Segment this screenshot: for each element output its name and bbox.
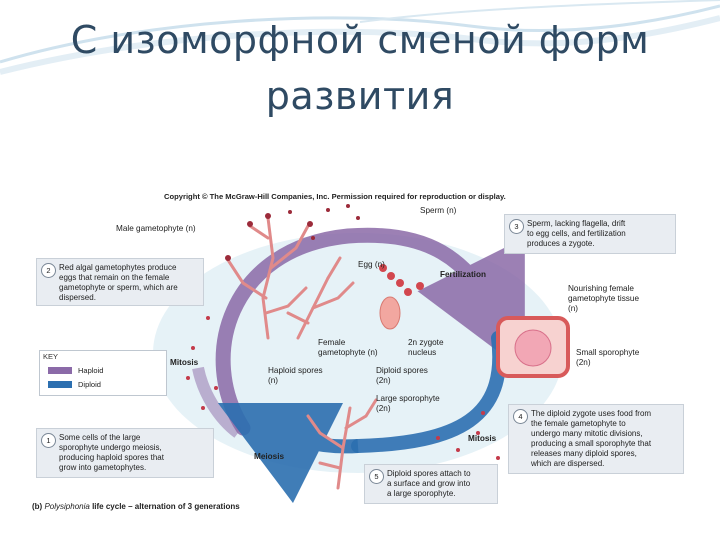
label-haploid-spores: Haploid spores (n)	[268, 366, 323, 386]
step-line: a surface and grow into	[387, 479, 471, 488]
step-line: Sperm, lacking flagella, drift	[527, 219, 626, 228]
legend-key: KEY Haploid Diploid	[39, 350, 167, 396]
step-line: dispersed.	[59, 293, 96, 302]
male-gametophyte-illustration	[226, 216, 310, 340]
label-female-gametophyte: Female gametophyte (n)	[318, 338, 378, 358]
caption-genus: Polysiphonia	[44, 502, 90, 511]
haploid-arrow-top	[215, 227, 525, 436]
step-line: releases many diploid spores,	[531, 449, 637, 458]
diploid-swatch	[48, 381, 72, 388]
slide-title: С изоморфной сменой форм развития	[0, 12, 720, 124]
label-egg: Egg (n)	[358, 260, 385, 269]
egg-cells	[379, 264, 424, 296]
slide-title-line1: С изоморфной сменой форм	[70, 18, 650, 62]
step-line: which are dispersed.	[531, 459, 605, 468]
label-large-sporophyte-line2: (2n)	[376, 404, 391, 413]
label-small-sporophyte-line2: (2n)	[576, 358, 591, 367]
step-line: produces a zygote.	[527, 239, 595, 248]
label-diploid-spores: Diploid spores (2n)	[376, 366, 428, 386]
step-number: 4	[513, 409, 528, 424]
haploid-swatch	[48, 367, 72, 374]
step-box-4: 4 The diploid zygote uses food from the …	[508, 404, 684, 474]
label-zygote-nucleus: 2n zygote nucleus	[408, 338, 444, 358]
zygote-illustration	[379, 296, 401, 330]
sperm-dots	[225, 204, 360, 261]
label-nourishing-line2: gametophyte tissue	[568, 294, 640, 303]
label-nourishing-line3: (n)	[568, 304, 579, 313]
label-meiosis: Meiosis	[254, 452, 285, 461]
label-female-gametophyte-line1: Female	[318, 338, 346, 347]
small-sporophyte-illustration	[496, 316, 570, 378]
label-diploid-spores-line2: (2n)	[376, 376, 391, 385]
label-haploid-spores-line1: Haploid spores	[268, 366, 323, 375]
step-box-1: 1 Some cells of the large sporophyte und…	[36, 428, 214, 478]
step-line: sporophyte undergo meiosis,	[59, 443, 162, 452]
header-decoration	[0, 0, 720, 75]
step-number: 2	[41, 263, 56, 278]
label-small-sporophyte: Small sporophyte (2n)	[576, 348, 639, 368]
slide-title-line2: развития	[265, 74, 455, 118]
step-number: 1	[41, 433, 56, 448]
label-zygote-line2: nucleus	[408, 348, 437, 357]
step-line: eggs that remain on the female	[59, 273, 170, 282]
figure-caption: (b) Polysiphonia life cycle – alternatio…	[32, 502, 240, 511]
label-nourishing-line1: Nourishing female	[568, 284, 634, 293]
label-fertilization: Fertilization	[440, 270, 486, 279]
step-line: The diploid zygote uses food from	[531, 409, 652, 418]
label-male-gametophyte: Male gametophyte (n)	[116, 224, 196, 233]
step-line: the female gametophyte to	[531, 419, 626, 428]
step-box-2: 2 Red algal gametophytes produce eggs th…	[36, 258, 204, 306]
step-line: Red algal gametophytes produce	[59, 263, 177, 272]
label-mitosis-right: Mitosis	[468, 434, 497, 443]
step-line: grow into gametophytes.	[59, 463, 147, 472]
step-line: to egg cells, and fertilization	[527, 229, 626, 238]
caption-rest: life cycle – alternation of 3 generation…	[92, 502, 240, 511]
label-sperm: Sperm (n)	[420, 206, 457, 215]
step-number: 3	[509, 219, 524, 234]
label-large-sporophyte: Large sporophyte (2n)	[376, 394, 440, 414]
copyright-notice: Copyright © The McGraw-Hill Companies, I…	[164, 192, 506, 201]
step-line: producing haploid spores that	[59, 453, 164, 462]
label-female-gametophyte-line2: gametophyte (n)	[318, 348, 378, 357]
step-line: gametophyte or sperm, which are	[59, 283, 178, 292]
diploid-arrow-bottom	[217, 402, 359, 504]
label-large-sporophyte-line1: Large sporophyte	[376, 394, 440, 403]
life-cycle-figure: Copyright © The McGraw-Hill Companies, I…	[28, 188, 694, 518]
life-cycle-drawing	[153, 204, 570, 504]
step-box-3: 3 Sperm, lacking flagella, drift to egg …	[504, 214, 676, 254]
caption-prefix: (b)	[32, 502, 43, 511]
step-line: a large sporophyte.	[387, 489, 456, 498]
large-sporophyte-illustration	[306, 398, 378, 490]
label-mitosis-left: Mitosis	[170, 358, 199, 367]
step-line: producing a small sporophyte that	[531, 439, 652, 448]
label-haploid-spores-line2: (n)	[268, 376, 279, 385]
step-number: 5	[369, 469, 384, 484]
haploid-label: Haploid	[78, 366, 104, 375]
step-line: undergo many mitotic divisions,	[531, 429, 643, 438]
label-zygote-line1: 2n zygote	[408, 338, 444, 347]
label-diploid-spores-line1: Diploid spores	[376, 366, 428, 375]
female-gametophyte-illustration	[286, 256, 355, 340]
diploid-label: Diploid	[78, 380, 101, 389]
key-title: KEY	[43, 352, 59, 361]
label-small-sporophyte-line1: Small sporophyte	[576, 348, 640, 357]
step-line: Diploid spores attach to	[387, 469, 471, 478]
step-line: Some cells of the large	[59, 433, 141, 442]
step-box-5: 5 Diploid spores attach to a surface and…	[364, 464, 498, 504]
label-nourishing-tissue: Nourishing female gametophyte tissue (n)	[568, 284, 639, 314]
